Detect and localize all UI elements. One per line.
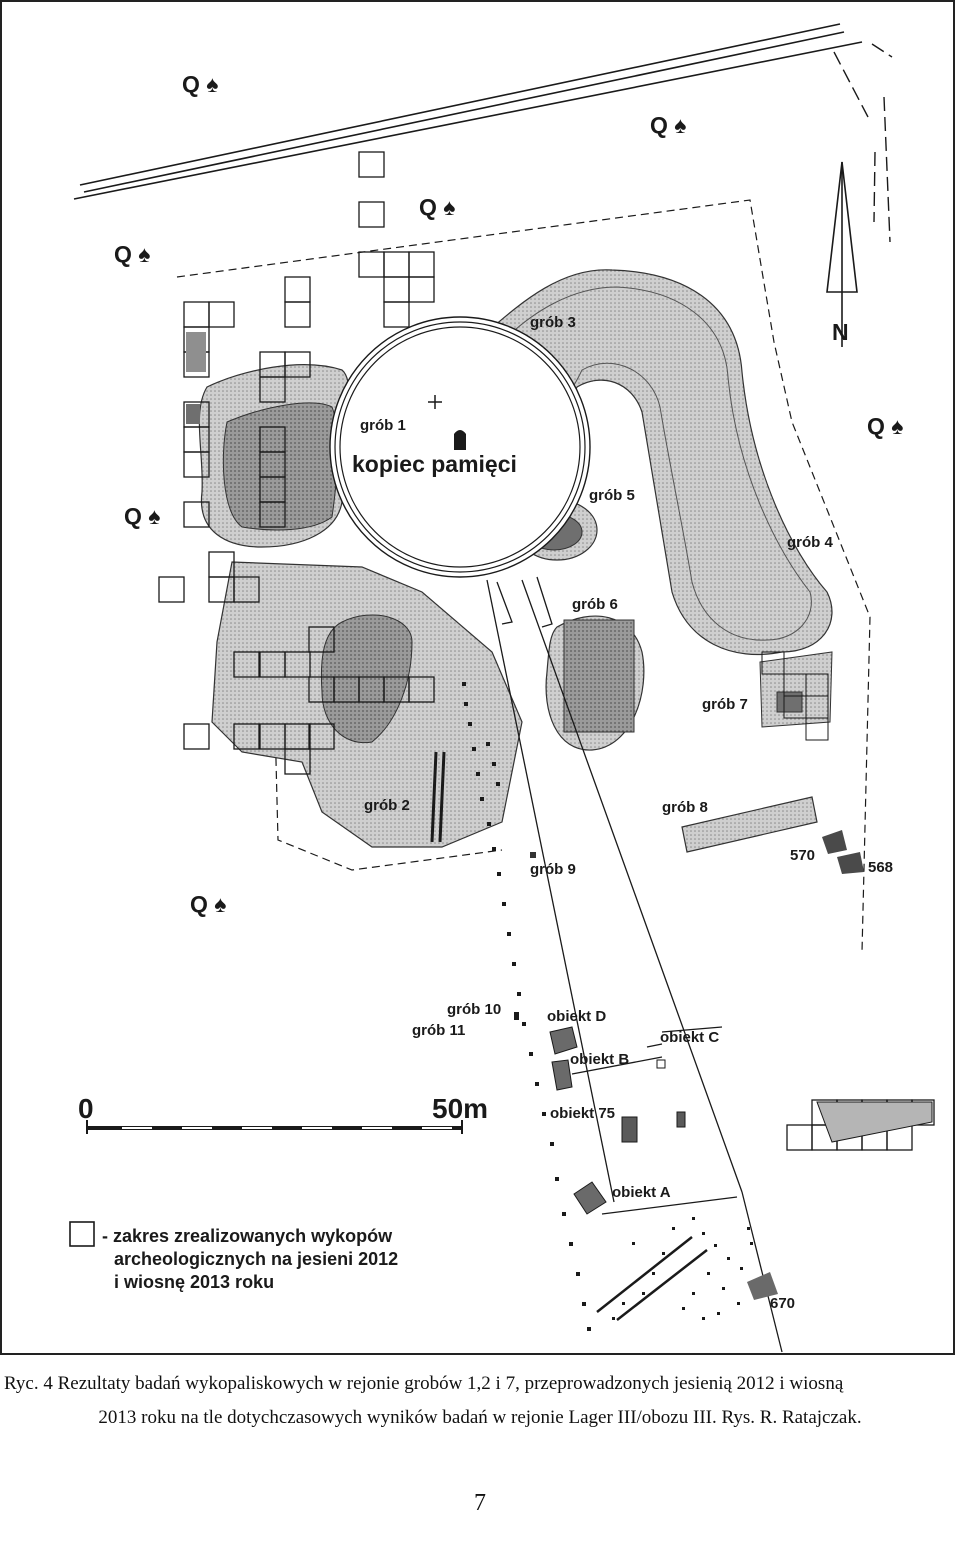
grave-8-label: grób 8 (662, 799, 708, 816)
fence-right (833, 43, 893, 243)
memorial-label: kopiec pamięci (352, 451, 517, 477)
object-c-label: obiekt C (660, 1029, 719, 1046)
grave-1-label: grób 1 (360, 417, 406, 434)
grave-3-label: grób 3 (530, 314, 576, 331)
grave-7-label: grób 7 (702, 696, 748, 713)
line-finds-grave-2 (430, 751, 446, 843)
grave-2-label: grób 2 (364, 797, 410, 814)
legend-swatch (69, 1221, 95, 1247)
tree-marker: Q ♠ (867, 413, 904, 439)
figure-caption-line-1: Ryc. 4 Rezultaty badań wykopaliskowych w… (4, 1373, 844, 1394)
object-a-line (601, 1196, 738, 1215)
feature-670-shape (747, 1272, 778, 1300)
north-label: N (832, 319, 849, 345)
legend-line-2: archeologicznych na jesieni 2012 (114, 1249, 398, 1269)
scale-start-label: 0 (78, 1093, 94, 1124)
object-b-shape (551, 1059, 573, 1091)
feature-568-label: 568 (868, 859, 893, 876)
object-a-label: obiekt A (612, 1184, 671, 1201)
legend-line-3: i wiosnę 2013 roku (114, 1272, 274, 1292)
object-75-marker (676, 1111, 686, 1128)
tree-marker: Q ♠ (182, 71, 219, 97)
scale-bar (86, 1120, 463, 1134)
object-b-label: obiekt B (570, 1051, 629, 1068)
tree-marker: Q ♠ (124, 503, 161, 529)
object-d-shape (549, 1026, 578, 1055)
memorial-mound (329, 316, 591, 578)
object-75-label: obiekt 75 (550, 1105, 615, 1122)
grave-10-marker (514, 1012, 519, 1020)
grave-9-label: grób 9 (530, 861, 576, 878)
grave-11-label: grób 11 (412, 1022, 465, 1039)
feature-670-label: 670 (770, 1295, 795, 1312)
south-diagonal-lines (596, 1236, 708, 1321)
object-c-marker (656, 1059, 666, 1069)
east-trench-find (816, 1101, 933, 1143)
site-map-frame: N Q ♠ Q ♠ Q ♠ Q ♠ Q ♠ Q ♠ Q ♠ grób 3 gró… (0, 0, 955, 1355)
grave-8-area (681, 796, 818, 853)
access-path (486, 576, 783, 1353)
grave-2-area (211, 561, 523, 848)
grave-5-label: grób 5 (589, 487, 635, 504)
object-d-label: obiekt D (547, 1008, 606, 1025)
grave-6-label: grób 6 (572, 596, 618, 613)
tree-marker: Q ♠ (190, 891, 227, 917)
tree-marker: Q ♠ (419, 194, 456, 220)
tree-marker: Q ♠ (114, 241, 151, 267)
feature-568-shape (837, 852, 864, 874)
site-map: N Q ♠ Q ♠ Q ♠ Q ♠ Q ♠ Q ♠ Q ♠ grób 3 gró… (69, 23, 935, 1353)
grave-9-marker (530, 852, 536, 858)
north-arrow (826, 161, 858, 347)
grave-6-area (545, 615, 645, 751)
tree-marker: Q ♠ (650, 112, 687, 138)
grave-4-label: grób 4 (787, 534, 833, 551)
south-scatter (612, 1217, 765, 1320)
grave-1-area (198, 364, 351, 548)
trench-find-left (186, 332, 206, 372)
object-75-shape (621, 1116, 638, 1143)
road-top (73, 23, 863, 200)
scale-end-label: 50m (432, 1093, 488, 1124)
page-number: 7 (474, 1490, 486, 1516)
grave-7-area (759, 651, 833, 741)
legend-line-1: - zakres zrealizowanych wykopów (102, 1226, 393, 1246)
object-c-line (571, 1026, 723, 1075)
feature-570-shape (822, 830, 847, 854)
point-finds (462, 682, 591, 1331)
figure-caption-line-2: 2013 roku na tle dotychczasowych wyników… (98, 1407, 862, 1428)
grave-10-label: grób 10 (447, 1001, 501, 1018)
object-a-shape (573, 1181, 607, 1215)
trench-find-left-2 (186, 404, 200, 424)
feature-570-label: 570 (790, 847, 815, 864)
